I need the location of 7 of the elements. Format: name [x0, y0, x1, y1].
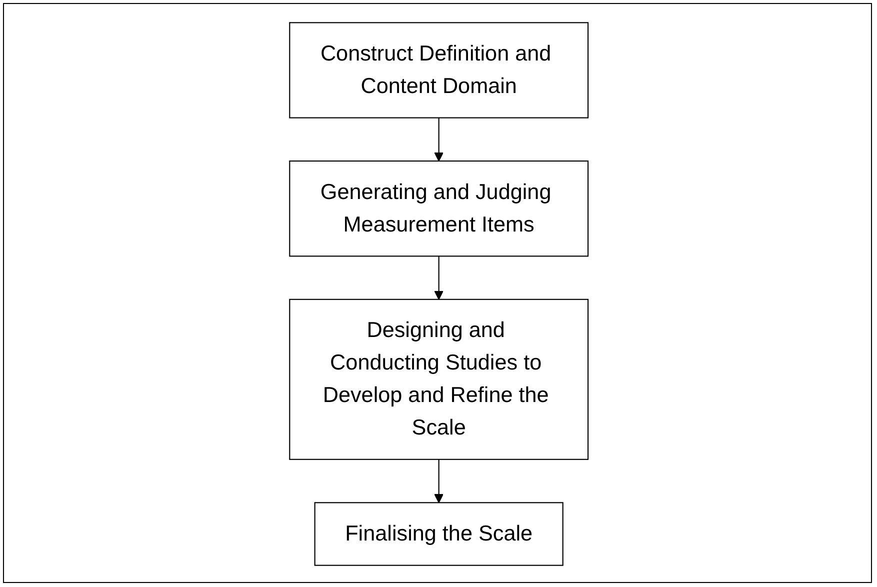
- arrow: [434, 117, 444, 161]
- arrow: [434, 256, 444, 300]
- node-box: Designing and Conducting Studies to Develop and Refine the Scale: [288, 298, 588, 460]
- arrow: [434, 458, 444, 503]
- node-box: Generating and Judging Measurement Items: [288, 160, 588, 256]
- node-box: Finalising the Scale: [314, 502, 564, 566]
- node-box: Construct Definition and Content Domain: [288, 22, 588, 118]
